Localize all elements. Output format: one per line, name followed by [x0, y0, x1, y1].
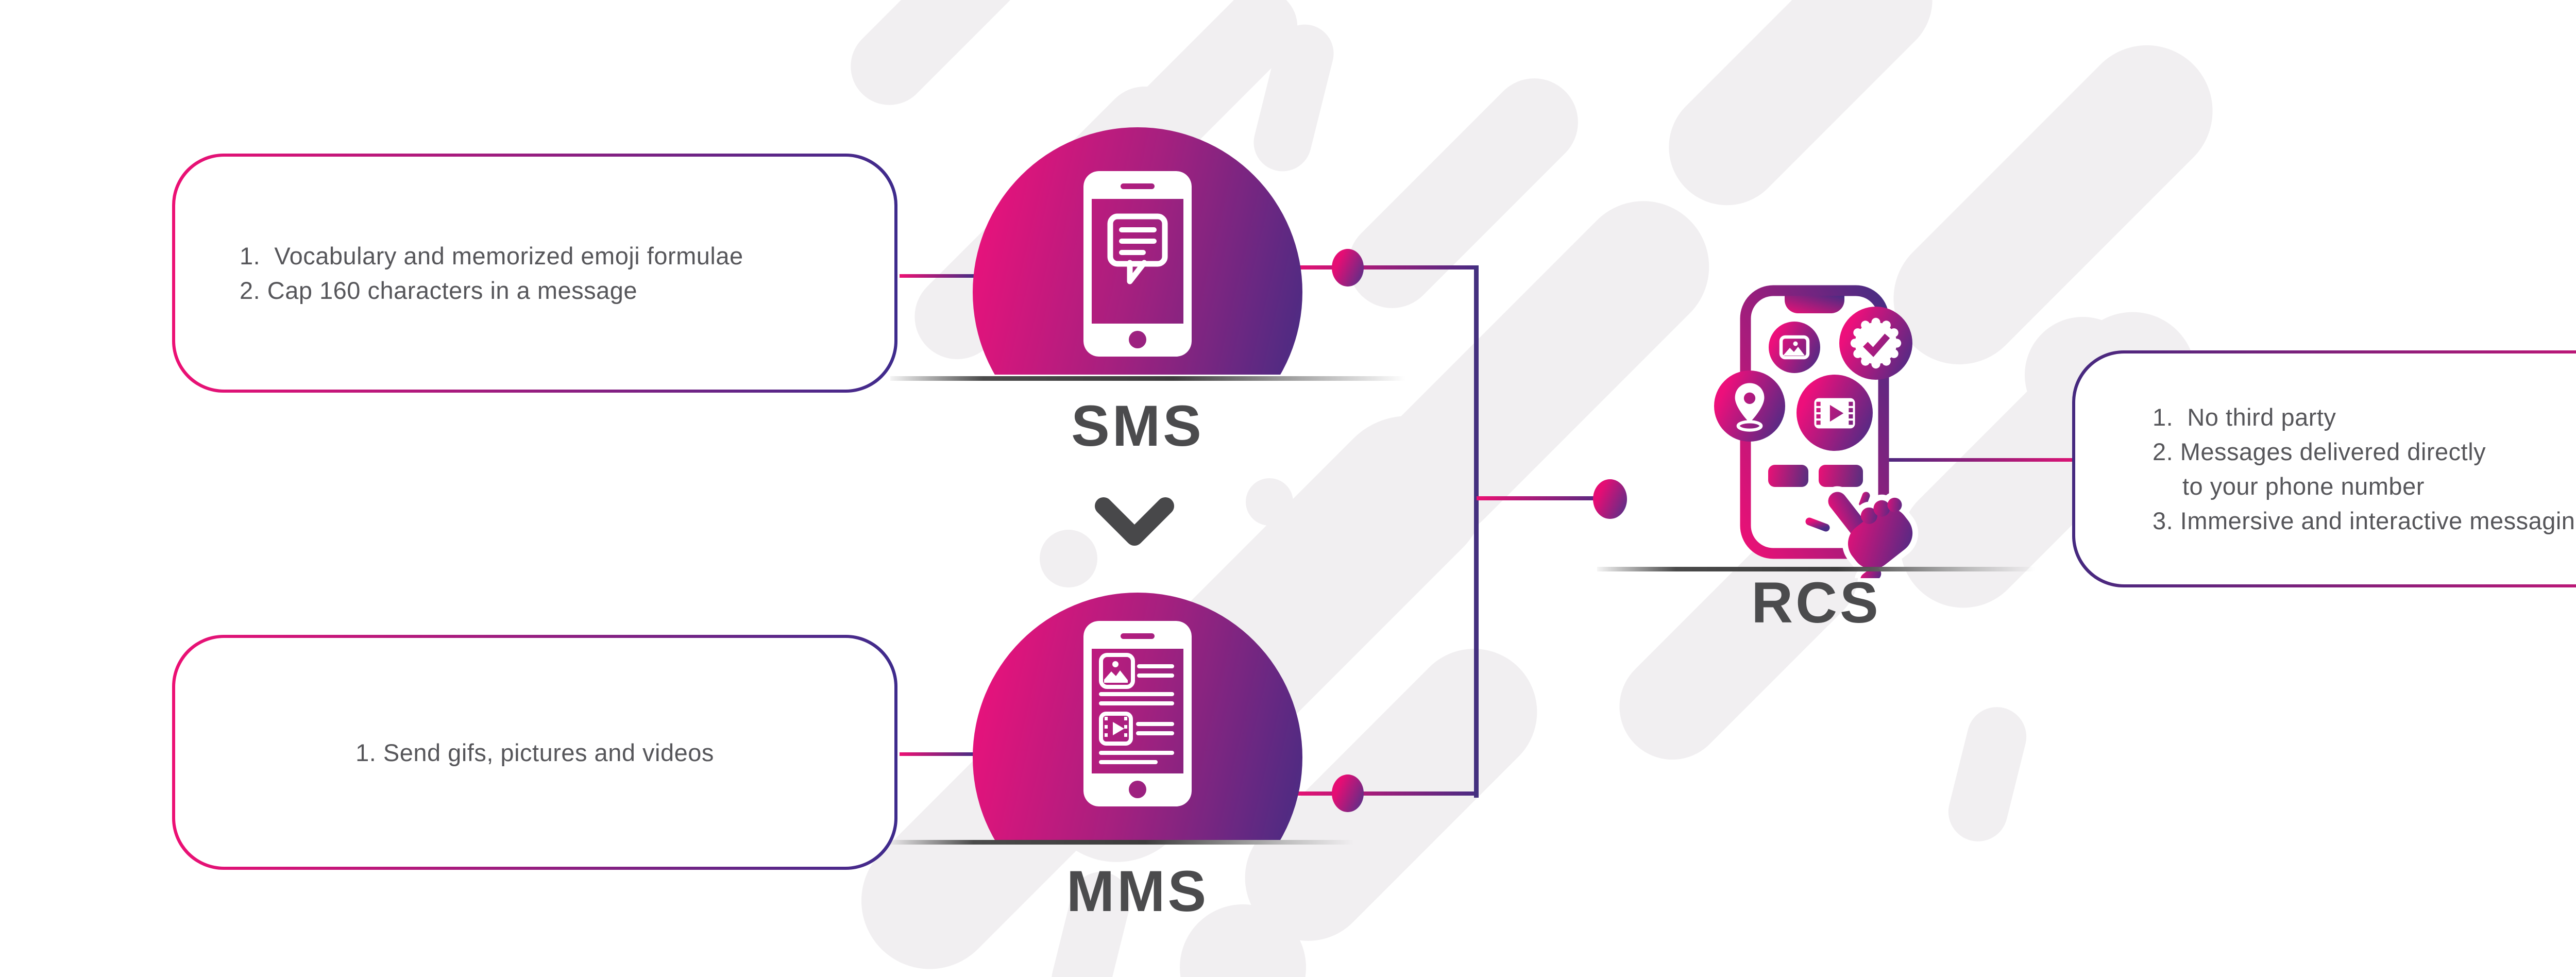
bg-blob [1040, 530, 1097, 587]
rcs-connector-dot [1593, 479, 1627, 519]
picture-icon [1769, 322, 1820, 373]
rcs-label: RCS [1751, 570, 1881, 635]
sms-node [973, 127, 1302, 375]
mms-note-line: 1. Send gifs, pictures and videos [355, 738, 714, 766]
sms-note-line: 1. Vocabulary and memorized emoji formul… [240, 242, 743, 269]
mms-label: MMS [1066, 859, 1209, 923]
verified-check-badge-icon [1839, 307, 1912, 380]
chevron-down-icon [1095, 497, 1174, 546]
rcs-note-line: 2. Messages delivered directly [2153, 438, 2486, 465]
bg-blob [1246, 478, 1293, 526]
connector-rcs-to-rcsbox [1875, 458, 2097, 462]
connector-mmsbox-to-mms [900, 752, 975, 756]
bg-blob [835, 0, 1072, 121]
connector-sms-to-trunk [1288, 265, 1479, 269]
bg-blob [1942, 701, 2033, 848]
mms-shadow [890, 840, 1354, 845]
sms-shadow [890, 376, 1405, 381]
connector-mms-to-trunk [1288, 791, 1479, 796]
sms-connector-dot [1332, 249, 1364, 287]
rcs-shadow [1597, 567, 2035, 571]
mms-node [973, 593, 1302, 840]
tap-hand-cursor-icon [1805, 486, 1919, 578]
bg-blob [1645, 0, 1957, 229]
sms-note-line: 2. Cap 160 characters in a message [240, 277, 638, 304]
sms-label: SMS [1071, 394, 1204, 458]
mms-note-box: 1. Send gifs, pictures and videos [172, 635, 897, 870]
rcs-suggested-reply-button [1768, 465, 1808, 487]
sms-chat-phone-icon [1083, 171, 1192, 357]
mms-connector-dot [1332, 774, 1364, 812]
rcs-note-line: 3. Immersive and interactive messaging [2153, 507, 2576, 534]
connector-trunk-to-rcs [1477, 496, 1612, 500]
location-pin-icon [1714, 370, 1785, 442]
mms-media-phone-icon [1083, 621, 1192, 806]
rcs-suggested-reply-button [1819, 465, 1863, 487]
connector-trunk [1474, 265, 1479, 798]
video-film-icon [1797, 375, 1873, 451]
rcs-note-box: 1. No third party 2. Messages delivered … [2072, 350, 2576, 587]
sms-note-box: 1. Vocabulary and memorized emoji formul… [172, 154, 897, 393]
rcs-note-line-wrap: to your phone number [2182, 473, 2425, 500]
connector-smsbox-to-sms [900, 274, 975, 278]
rcs-note-line: 1. No third party [2153, 403, 2336, 431]
